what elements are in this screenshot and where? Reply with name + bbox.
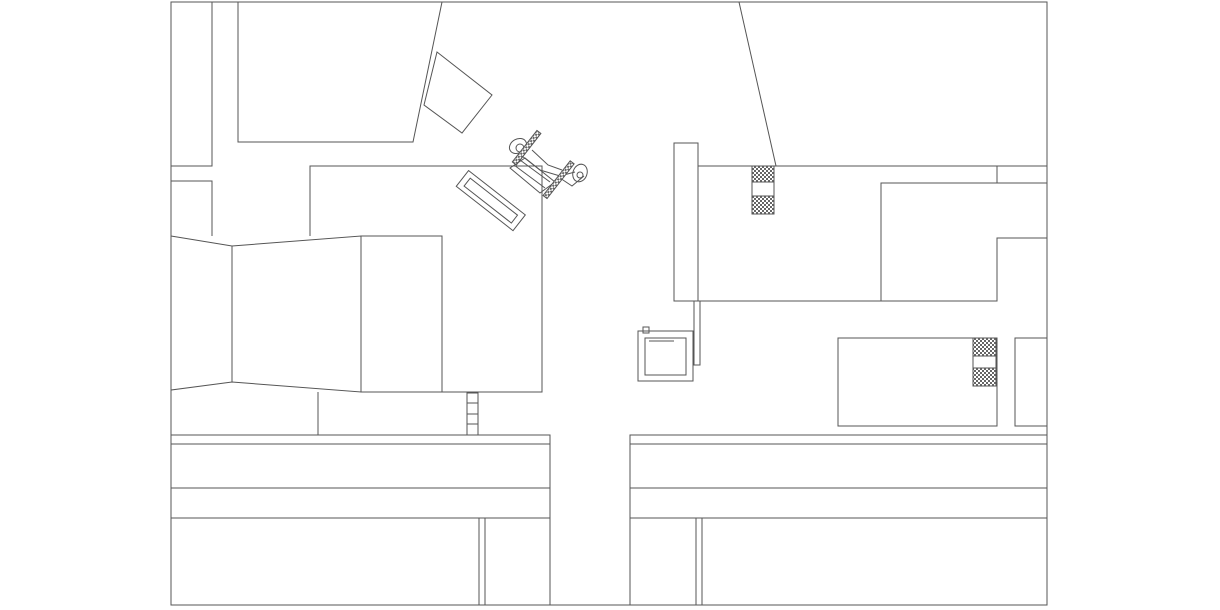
hatched-marker-bottom xyxy=(972,337,997,387)
building-left-annex xyxy=(170,392,319,436)
building-inner-block xyxy=(360,235,443,393)
rotated-square-structure xyxy=(423,51,493,134)
row-block-left xyxy=(171,434,551,605)
site-boundary xyxy=(170,1,1048,606)
building-right-inner xyxy=(880,182,1047,301)
barrier-bar-lower xyxy=(542,160,575,200)
chair-symbol xyxy=(637,326,694,382)
roof-diagonal xyxy=(738,1,777,167)
row-block-right xyxy=(629,434,1047,605)
building-left-trapezoid xyxy=(170,235,362,393)
building-top-left xyxy=(237,1,443,143)
barrier-bar-upper xyxy=(511,129,542,166)
left-strip-upper xyxy=(171,2,213,167)
vertical-column xyxy=(673,142,699,302)
building-right-body xyxy=(697,166,1047,302)
building-right-lower xyxy=(837,337,998,427)
right-edge-line xyxy=(693,301,701,366)
left-strip-lower xyxy=(171,180,213,236)
building-center-left xyxy=(309,165,543,393)
bicycle-symbol xyxy=(508,137,588,194)
stair-steps xyxy=(466,392,479,436)
building-right-lower-small xyxy=(1014,337,1048,427)
hatched-marker-top xyxy=(751,165,775,215)
rotated-bench xyxy=(455,169,527,232)
